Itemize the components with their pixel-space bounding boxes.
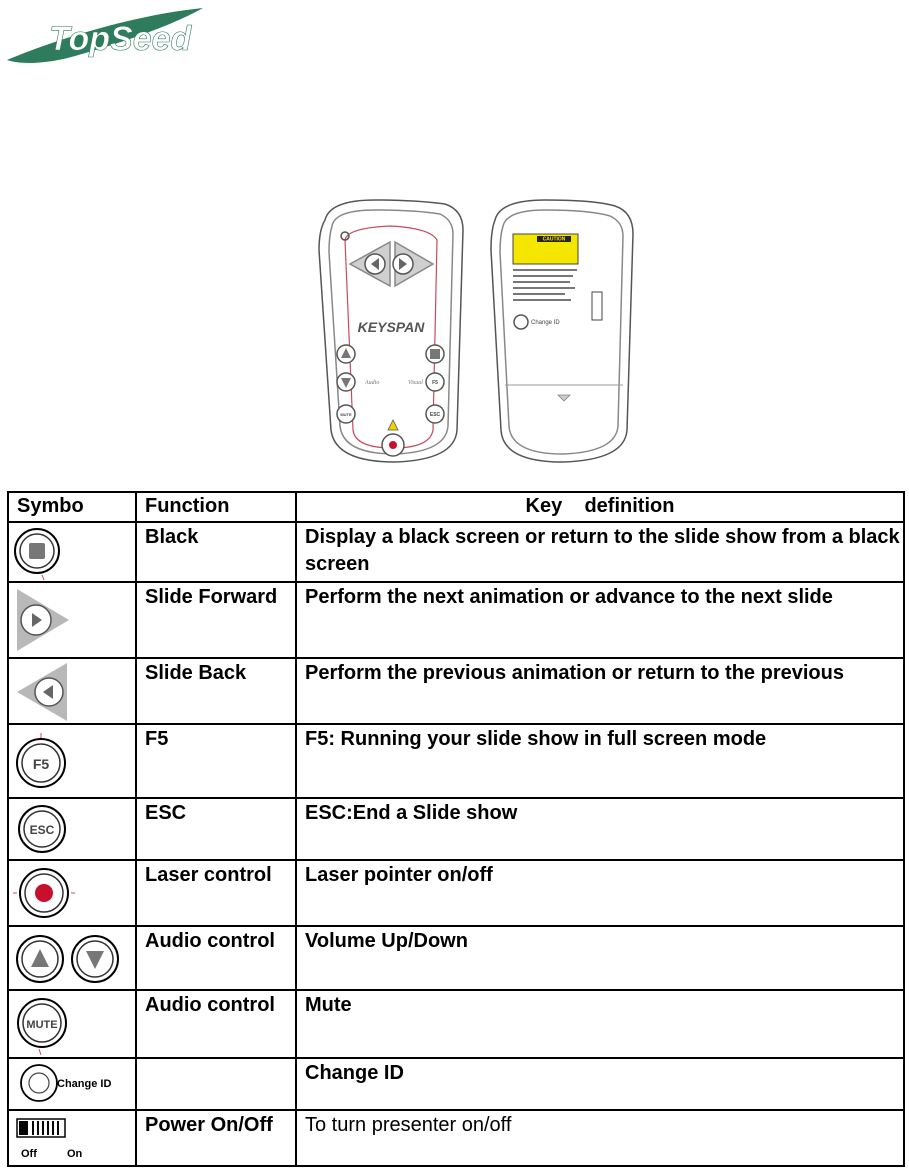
table-row: MUTE Audio control Mute	[7, 989, 905, 1059]
esc-button-icon: ESC	[18, 805, 66, 853]
black-square-button-icon	[14, 528, 60, 580]
volume-up-down-icon	[16, 935, 119, 983]
svg-text:F5: F5	[432, 380, 438, 386]
row-definition: Perform the previous animation or return…	[295, 657, 905, 725]
table-row: Change ID Change ID	[7, 1057, 905, 1111]
svg-text:Change ID: Change ID	[57, 1078, 111, 1090]
row-function: Slide Forward	[135, 581, 297, 659]
row-function: Audio control	[135, 989, 297, 1059]
table-row: Off On Power On/Off To turn presenter on…	[7, 1109, 905, 1167]
svg-text:MUTE: MUTE	[26, 1019, 57, 1031]
row-definition: To turn presenter on/off	[295, 1109, 905, 1167]
row-definition: Mute	[295, 989, 905, 1059]
mute-button-icon: MUTE	[17, 998, 67, 1056]
row-function: Power On/Off	[135, 1109, 297, 1167]
laser-button-icon	[13, 868, 75, 918]
row-definition: Perform the next animation or advance to…	[295, 581, 905, 659]
device-front	[318, 199, 464, 463]
table-row: F5 F5 F5: Running your slide show in ful…	[7, 723, 905, 799]
header-function: Function	[135, 491, 297, 523]
row-definition: ESC:End a Slide show	[295, 797, 905, 861]
row-definition: Display a black screen or return to the …	[295, 521, 905, 583]
svg-text:Change ID: Change ID	[531, 320, 560, 326]
svg-text:F5: F5	[33, 756, 50, 772]
row-definition: Change ID	[295, 1057, 905, 1111]
power-switch-icon: Off On	[16, 1118, 83, 1160]
svg-text:ESC: ESC	[30, 823, 55, 837]
table-row: Slide Back Perform the previous animatio…	[7, 657, 905, 725]
row-definition: Volume Up/Down	[295, 925, 905, 991]
change-id-button-icon: Change ID	[20, 1064, 111, 1102]
svg-text:MUTE: MUTE	[340, 412, 352, 417]
table-row: Audio control Volume Up/Down	[7, 925, 905, 991]
key-definition-table: Symbo Function Key definition Black Disp…	[7, 491, 905, 1167]
device-back	[490, 199, 634, 463]
svg-text:Visual: Visual	[408, 380, 423, 386]
row-function: Audio control	[135, 925, 297, 991]
svg-text:KEYSPAN: KEYSPAN	[358, 319, 426, 335]
logo-text: TopSeed	[49, 20, 193, 58]
slide-back-arrow-icon	[17, 663, 67, 721]
svg-text:Audio: Audio	[364, 380, 379, 386]
svg-text:ESC: ESC	[430, 412, 441, 418]
svg-text:CAUTION: CAUTION	[543, 237, 566, 243]
f5-button-icon: F5	[16, 733, 66, 788]
topseed-logo: TopSeed	[7, 8, 203, 63]
row-definition: F5: Running your slide show in full scre…	[295, 723, 905, 799]
row-function: F5	[135, 723, 297, 799]
row-function: Laser control	[135, 859, 297, 927]
header-definition: Key definition	[295, 491, 905, 523]
row-function	[135, 1057, 297, 1111]
row-function: Slide Back	[135, 657, 297, 725]
presenter-device-illustration: KEYSPAN Audio Visual F5 ESC MUTE CAUTION…	[318, 199, 634, 463]
row-function: ESC	[135, 797, 297, 861]
table-row: Slide Forward Perform the next animation…	[7, 581, 905, 659]
svg-text:On: On	[67, 1148, 83, 1160]
row-definition: Laser pointer on/off	[295, 859, 905, 927]
table-row: Laser control Laser pointer on/off	[7, 859, 905, 927]
row-function: Black	[135, 521, 297, 583]
slide-forward-arrow-icon	[17, 589, 69, 651]
table-row: Black Display a black screen or return t…	[7, 521, 905, 583]
header-symbol: Symbo	[7, 491, 137, 523]
table-row: ESC ESC ESC:End a Slide show	[7, 797, 905, 861]
table-header-row: Symbo Function Key definition	[7, 491, 905, 523]
svg-text:Off: Off	[21, 1148, 37, 1160]
